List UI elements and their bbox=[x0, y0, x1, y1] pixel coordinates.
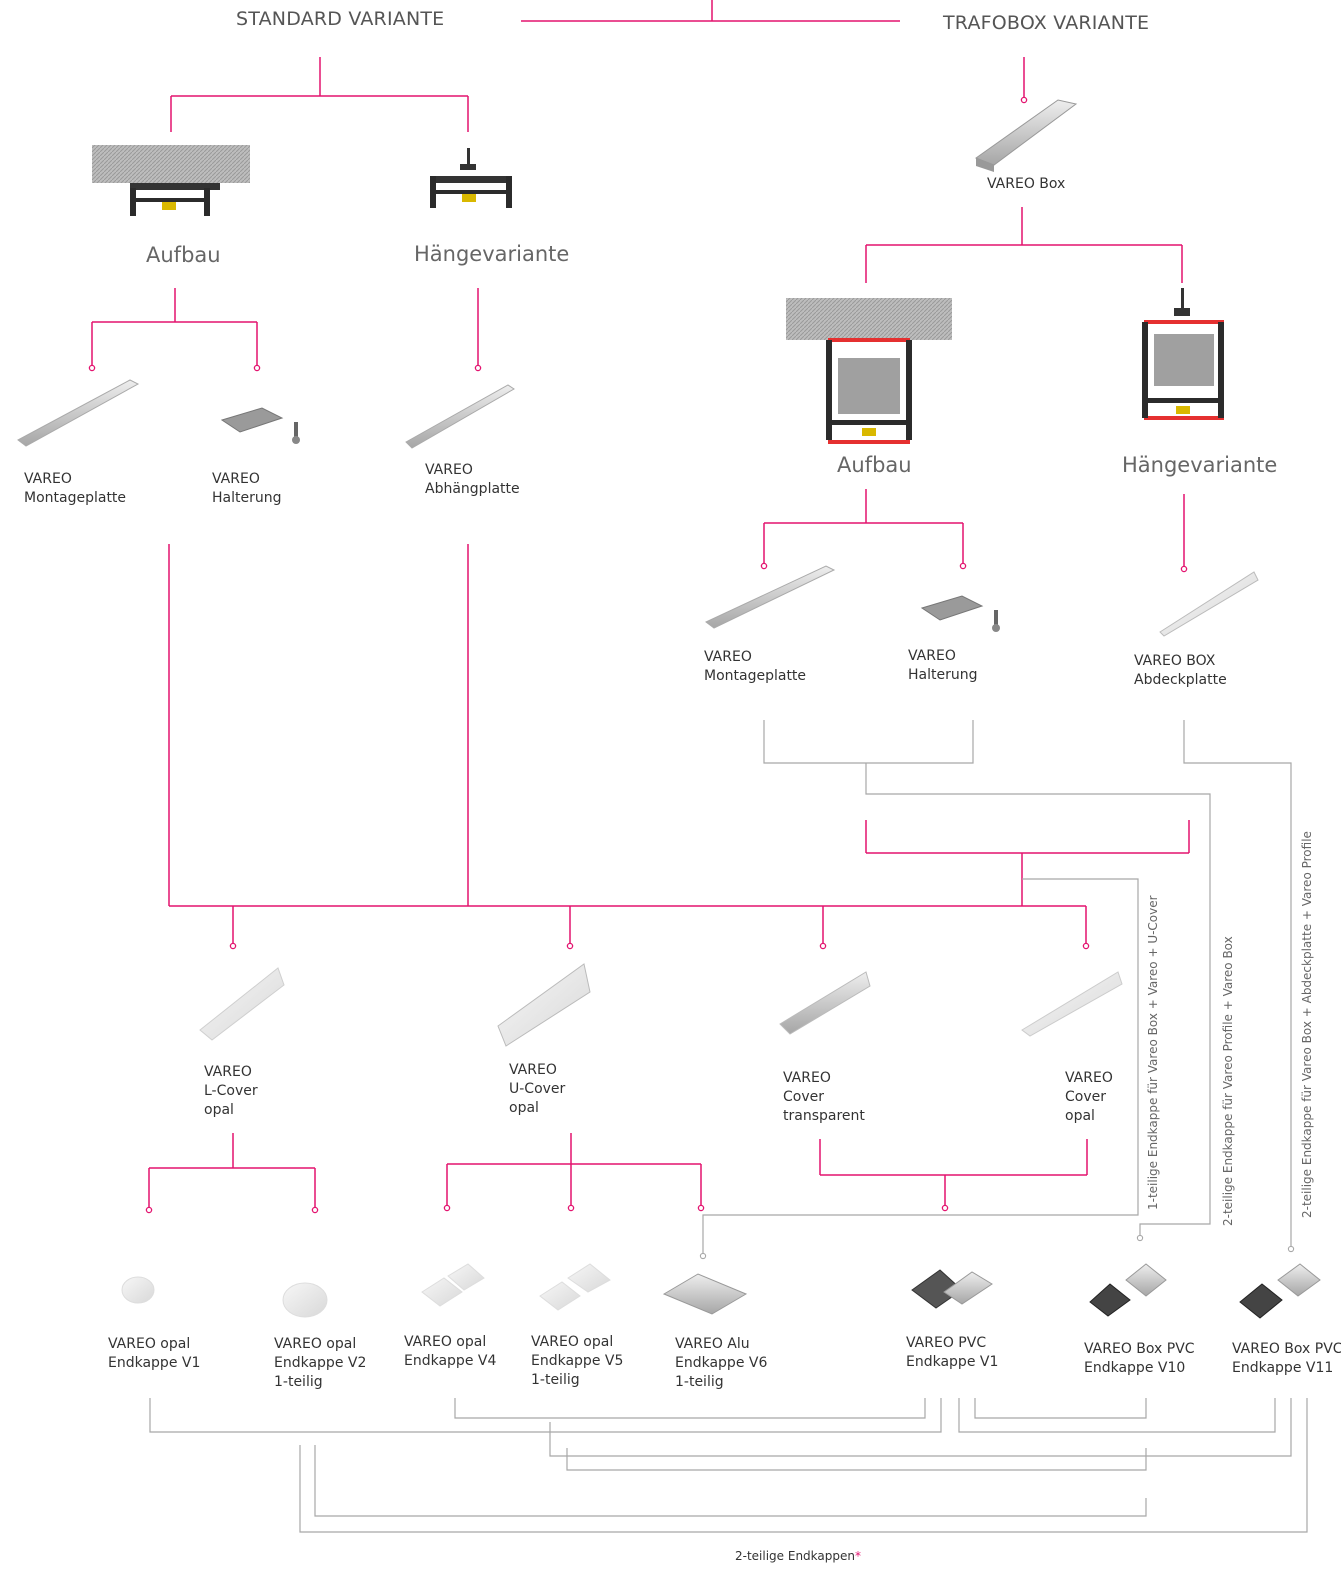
trafobox-haengevariante-label: Hängevariante bbox=[1122, 453, 1277, 477]
trafobox-aufbau-label: Aufbau bbox=[837, 453, 912, 477]
abhaengplatte-image bbox=[406, 385, 514, 448]
aufbau-profile-image bbox=[92, 145, 250, 216]
endkappe-v11-box-label: VAREO Box PVC Endkappe V11 bbox=[1232, 1340, 1341, 1378]
gray-connector-lines bbox=[150, 720, 1307, 1532]
standard-halterung-label: VAREO Halterung bbox=[212, 470, 282, 508]
u-cover-image bbox=[498, 964, 590, 1046]
trafobox-haenge-image bbox=[1142, 288, 1224, 418]
trafobox-halterung-label: VAREO Halterung bbox=[908, 647, 978, 685]
footer-zweiteilige-endkappen: 2-teilige Endkappen* bbox=[735, 1549, 861, 1563]
footer-asterisk: * bbox=[855, 1549, 861, 1563]
trafobox-halterung-image bbox=[922, 596, 1000, 632]
haenge-profile-image bbox=[430, 148, 512, 208]
u-cover-label: VAREO U-Cover opal bbox=[509, 1061, 565, 1118]
endkappe-v1-opal-image bbox=[122, 1277, 154, 1303]
l-cover-image bbox=[200, 968, 284, 1040]
endkappe-v10-box-image bbox=[1090, 1264, 1166, 1316]
endkappe-v11-box-image bbox=[1240, 1264, 1320, 1318]
standard-aufbau-label: Aufbau bbox=[146, 243, 221, 267]
vareo-box-image bbox=[976, 100, 1076, 172]
abdeckplatte-label: VAREO BOX Abdeckplatte bbox=[1134, 652, 1227, 690]
standard-haengevariante-label: Hängevariante bbox=[414, 242, 569, 266]
pink-connector-dots bbox=[89, 97, 1186, 1212]
endkappe-v10-box-label: VAREO Box PVC Endkappe V10 bbox=[1084, 1340, 1195, 1378]
halterung-image bbox=[222, 408, 300, 444]
cover-opal-image bbox=[1022, 972, 1122, 1036]
trafobox-aufbau-image bbox=[786, 298, 952, 442]
endkappe-v1-pvc-image bbox=[912, 1270, 992, 1308]
abdeckplatte-image bbox=[1160, 572, 1258, 636]
trafobox-variante-title: TRAFOBOX VARIANTE bbox=[943, 12, 1149, 34]
endkappe-v5-opal-image bbox=[540, 1264, 610, 1310]
abhaengplatte-label: VAREO Abhängplatte bbox=[425, 461, 520, 499]
standard-montageplatte-label: VAREO Montageplatte bbox=[24, 470, 126, 508]
endkappe-v5-opal-label: VAREO opal Endkappe V5 1-teilig bbox=[531, 1333, 623, 1390]
note-zweiteilig-abdeckplatte: 2-teilige Endkappe für Vareo Box + Abdec… bbox=[1300, 831, 1314, 1218]
endkappe-v2-opal-image bbox=[283, 1283, 327, 1317]
cover-opal-label: VAREO Cover opal bbox=[1065, 1069, 1113, 1126]
endkappe-v2-opal-label: VAREO opal Endkappe V2 1-teilig bbox=[274, 1335, 366, 1392]
gray-connector-dots bbox=[700, 1235, 1293, 1258]
footer-text: 2-teilige Endkappen bbox=[735, 1549, 855, 1563]
endkappe-v6-alu-label: VAREO Alu Endkappe V6 1-teilig bbox=[675, 1335, 767, 1392]
endkappe-v6-alu-image bbox=[664, 1274, 746, 1314]
montageplatte-image bbox=[18, 380, 138, 446]
cover-transparent-label: VAREO Cover transparent bbox=[783, 1069, 865, 1126]
standard-variante-title: STANDARD VARIANTE bbox=[236, 8, 444, 30]
endkappe-v1-pvc-label: VAREO PVC Endkappe V1 bbox=[906, 1334, 998, 1372]
endkappe-v1-opal-label: VAREO opal Endkappe V1 bbox=[108, 1335, 200, 1373]
note-zweiteilig-vareo-profile: 2-teilige Endkappe für Vareo Profile + V… bbox=[1221, 936, 1235, 1226]
trafobox-montageplatte-label: VAREO Montageplatte bbox=[704, 648, 806, 686]
note-einteilig-vareo-box: 1-teilige Endkappe für Vareo Box + Vareo… bbox=[1146, 895, 1160, 1210]
trafobox-montageplatte-image bbox=[706, 566, 834, 628]
endkappe-v4-opal-image bbox=[422, 1264, 484, 1306]
cover-transparent-image bbox=[780, 972, 870, 1034]
endkappe-v4-opal-label: VAREO opal Endkappe V4 bbox=[404, 1333, 496, 1371]
l-cover-label: VAREO L-Cover opal bbox=[204, 1063, 258, 1120]
vareo-box-label: VAREO Box bbox=[987, 175, 1065, 194]
